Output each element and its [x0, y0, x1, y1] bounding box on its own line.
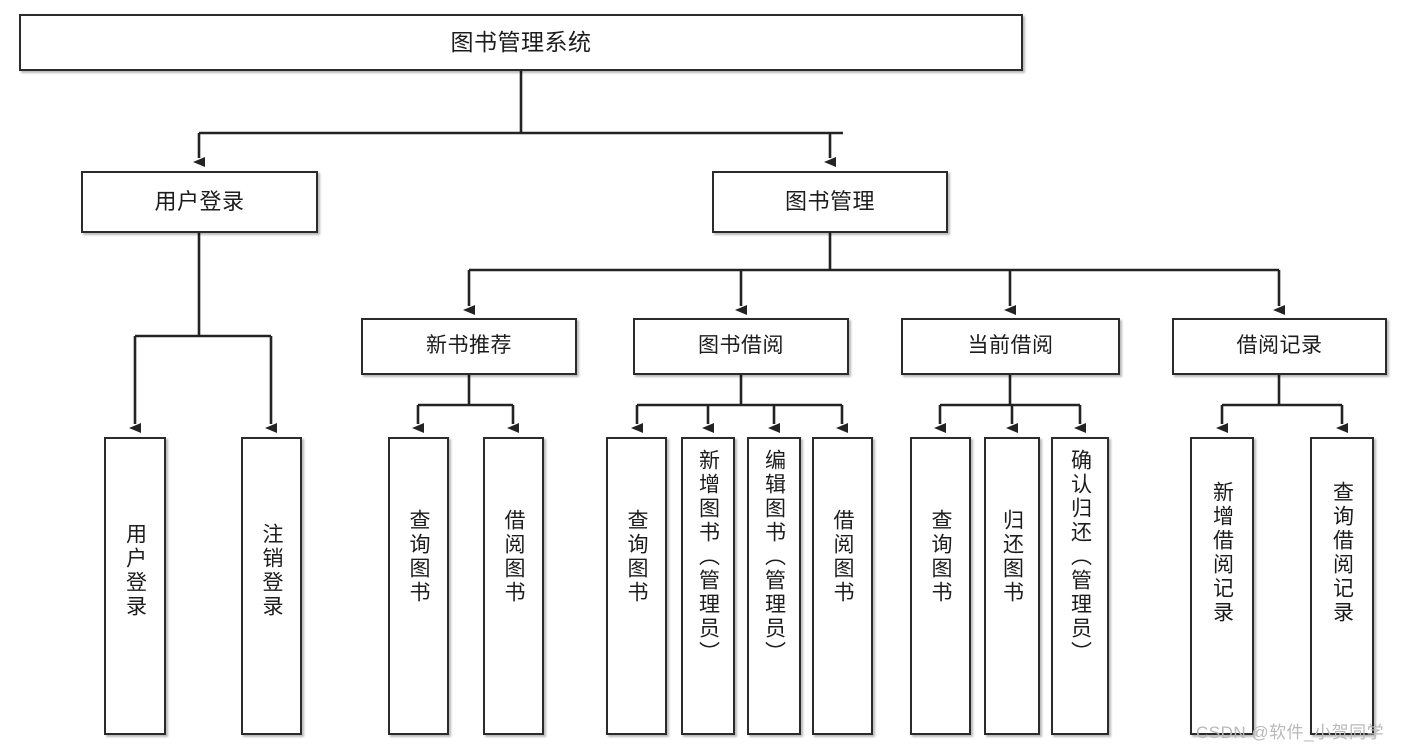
- node-leaf-user-login-label: 用户登录: [123, 523, 147, 619]
- node-leaf-return-book[interactable]: 归还图书: [984, 437, 1040, 735]
- node-leaf-query-borrow-record-label: 查询借阅记录: [1330, 481, 1354, 625]
- node-leaf-logout[interactable]: 注销登录: [241, 437, 302, 735]
- node-leaf-query-book-1-label: 查询图书: [407, 509, 430, 605]
- node-borrow-record[interactable]: 借阅记录: [1172, 318, 1387, 375]
- node-book-management-label: 图书管理: [784, 189, 875, 215]
- node-leaf-borrow-book-1[interactable]: 借阅图书: [483, 437, 544, 735]
- node-leaf-add-book-label: 新增图书（管理员）: [696, 449, 720, 665]
- node-user-login-label: 用户登录: [154, 189, 245, 215]
- node-leaf-confirm-return-label: 确认归还（管理员）: [1068, 449, 1092, 665]
- node-leaf-return-book-label: 归还图书: [1000, 509, 1024, 605]
- node-book-borrow[interactable]: 图书借阅: [633, 318, 849, 375]
- node-leaf-borrow-book-1-label: 借阅图书: [502, 509, 525, 605]
- node-leaf-add-borrow-record[interactable]: 新增借阅记录: [1190, 437, 1254, 735]
- node-leaf-add-borrow-record-label: 新增借阅记录: [1210, 481, 1234, 625]
- node-leaf-query-book-3[interactable]: 查询图书: [910, 437, 971, 735]
- node-leaf-borrow-book-2-label: 借阅图书: [831, 509, 854, 605]
- node-leaf-query-book-2[interactable]: 查询图书: [606, 437, 667, 735]
- node-leaf-user-login[interactable]: 用户登录: [104, 437, 166, 735]
- node-leaf-query-book-2-label: 查询图书: [625, 509, 648, 605]
- node-leaf-edit-book[interactable]: 编辑图书（管理员）: [747, 437, 801, 735]
- node-user-login[interactable]: 用户登录: [81, 171, 318, 233]
- node-leaf-add-book[interactable]: 新增图书（管理员）: [681, 437, 735, 735]
- node-leaf-query-borrow-record[interactable]: 查询借阅记录: [1310, 437, 1374, 735]
- node-leaf-confirm-return[interactable]: 确认归还（管理员）: [1051, 437, 1109, 735]
- csdn-watermark: CSDN @软件_小贺同学: [1196, 723, 1385, 742]
- node-leaf-query-book-3-label: 查询图书: [929, 509, 952, 605]
- node-leaf-borrow-book-2[interactable]: 借阅图书: [812, 437, 873, 735]
- node-new-book-recommend[interactable]: 新书推荐: [361, 318, 577, 375]
- node-root[interactable]: 图书管理系统: [19, 14, 1023, 71]
- node-current-borrow[interactable]: 当前借阅: [901, 318, 1120, 375]
- node-leaf-edit-book-label: 编辑图书（管理员）: [762, 449, 786, 665]
- node-book-management[interactable]: 图书管理: [712, 171, 948, 233]
- node-current-borrow-label: 当前借阅: [967, 334, 1054, 358]
- node-leaf-query-book-1[interactable]: 查询图书: [388, 437, 449, 735]
- node-root-label: 图书管理系统: [450, 28, 592, 55]
- node-borrow-record-label: 借阅记录: [1236, 334, 1323, 358]
- node-new-book-recommend-label: 新书推荐: [426, 334, 512, 358]
- node-book-borrow-label: 图书借阅: [698, 334, 784, 358]
- node-leaf-logout-label: 注销登录: [260, 523, 283, 619]
